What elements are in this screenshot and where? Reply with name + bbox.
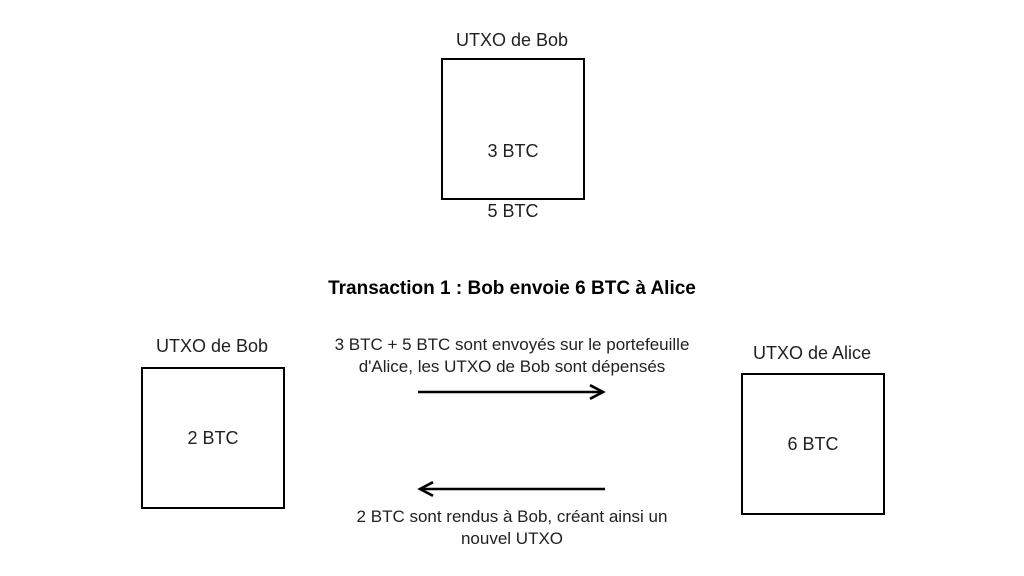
- left-bob-utxo-box: 2 BTC: [141, 367, 285, 509]
- top-bob-utxo-box: 3 BTC 5 BTC: [441, 58, 585, 221]
- left-arrow-icon: [417, 481, 605, 497]
- flow-to-alice-line2: d'Alice, les UTXO de Bob sont dépensés: [358, 357, 666, 376]
- right-alice-utxo-box: 6 BTC: [741, 373, 885, 515]
- flow-to-bob-line2: nouvel UTXO: [460, 529, 564, 548]
- flow-to-bob-line1: 2 BTC sont rendus à Bob, créant ainsi un: [356, 507, 668, 526]
- alice-utxo-value-6btc: 6 BTC: [787, 433, 839, 454]
- bob-utxo-value-3btc: 3 BTC: [487, 141, 539, 161]
- left-bob-utxo-label: UTXO de Bob: [155, 336, 269, 356]
- transaction-title: Transaction 1 : Bob envoie 6 BTC à Alice: [328, 278, 696, 299]
- flow-to-alice-caption: 3 BTC + 5 BTC sont envoyés sur le portef…: [312, 334, 712, 378]
- flow-to-alice-line1: 3 BTC + 5 BTC sont envoyés sur le portef…: [334, 335, 690, 354]
- right-arrow-icon: [418, 384, 606, 400]
- bob-utxo-value-5btc: 5 BTC: [487, 201, 539, 221]
- right-alice-utxo-label: UTXO de Alice: [752, 343, 872, 363]
- top-bob-utxo-label: UTXO de Bob: [455, 30, 569, 50]
- bob-change-value-2btc: 2 BTC: [187, 427, 239, 448]
- flow-to-bob-caption: 2 BTC sont rendus à Bob, créant ainsi un…: [312, 506, 712, 550]
